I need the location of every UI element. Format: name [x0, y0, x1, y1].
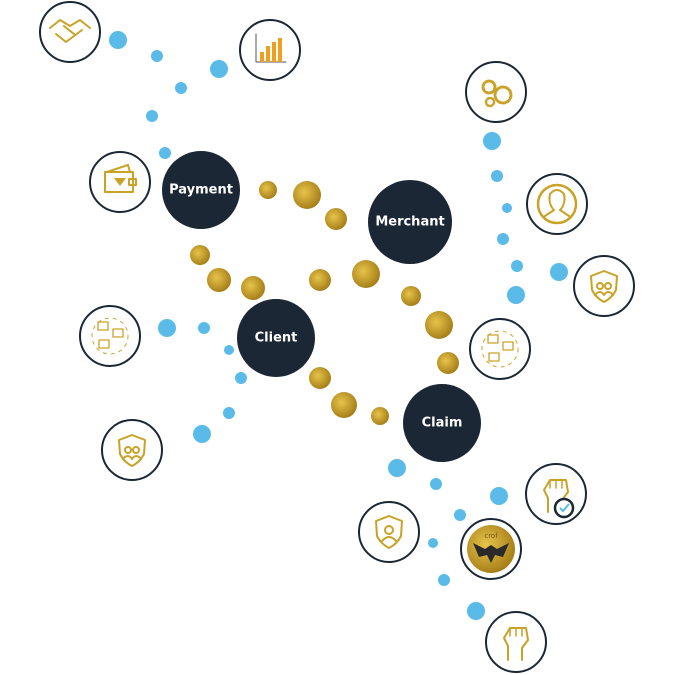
- blue-dot: [223, 407, 235, 419]
- handshake-icon: [39, 1, 101, 63]
- blue-dot: [146, 110, 158, 122]
- shield-group-icon: [101, 419, 163, 481]
- gold-dot: [241, 276, 265, 300]
- shield-user-icon: [358, 501, 420, 563]
- blue-dot: [224, 345, 234, 355]
- hub-claim: [403, 384, 481, 462]
- hub-label-claim: Claim: [421, 415, 463, 431]
- gold-dot: [425, 311, 453, 339]
- blue-dot: [511, 260, 523, 272]
- gears-icon: [465, 61, 527, 123]
- gold-dot: [371, 407, 389, 425]
- fist-icon: [485, 611, 547, 673]
- gold-dot: [331, 392, 357, 418]
- gold-dot: [190, 245, 210, 265]
- svg-text:crof: crof: [484, 532, 498, 540]
- wallet-icon: [89, 151, 151, 213]
- blue-dot: [467, 602, 485, 620]
- gold-dot: [437, 352, 459, 374]
- hub-label-merchant: Merchant: [375, 214, 445, 230]
- blue-dot: [490, 487, 508, 505]
- blue-dot: [497, 233, 509, 245]
- blue-dot: [502, 203, 512, 213]
- hub-label-payment: Payment: [169, 182, 233, 198]
- blue-dot: [438, 574, 450, 586]
- hub-label-client: Client: [254, 330, 298, 346]
- fist-check-icon: [525, 463, 587, 525]
- blue-dot: [109, 31, 127, 49]
- blue-dot: [151, 50, 163, 62]
- blue-dot: [210, 60, 228, 78]
- wallets-icon: [79, 305, 141, 367]
- blue-dot: [193, 425, 211, 443]
- blue-dot: [550, 263, 568, 281]
- blue-dot: [235, 372, 247, 384]
- gold-dot: [325, 208, 347, 230]
- wallets-icon: [469, 318, 531, 380]
- gold-dot: [352, 260, 380, 288]
- gold-dot: [309, 269, 331, 291]
- shield-group-icon: [573, 255, 635, 317]
- gold-dot: [207, 268, 231, 292]
- blue-dot: [483, 132, 501, 150]
- blue-dot: [159, 147, 171, 159]
- bar-chart-icon: [239, 19, 301, 81]
- gold-dot: [293, 181, 321, 209]
- blue-dot: [430, 478, 442, 490]
- blue-dot: [388, 459, 406, 477]
- gold-dot: [259, 181, 277, 199]
- gold-dot: [309, 367, 331, 389]
- hub-merchant: [368, 180, 452, 264]
- blue-dot: [507, 286, 525, 304]
- blue-dot: [491, 170, 503, 182]
- hub-client: [237, 299, 315, 377]
- gold-dot: [401, 286, 421, 306]
- blue-dot: [454, 509, 466, 521]
- hub-payment: [162, 151, 240, 229]
- blue-dot: [158, 319, 176, 337]
- coin-logo-icon: crof: [460, 518, 522, 580]
- blue-dot: [198, 322, 210, 334]
- blue-dot: [175, 82, 187, 94]
- user-icon: [526, 173, 588, 235]
- blue-dot: [428, 538, 438, 548]
